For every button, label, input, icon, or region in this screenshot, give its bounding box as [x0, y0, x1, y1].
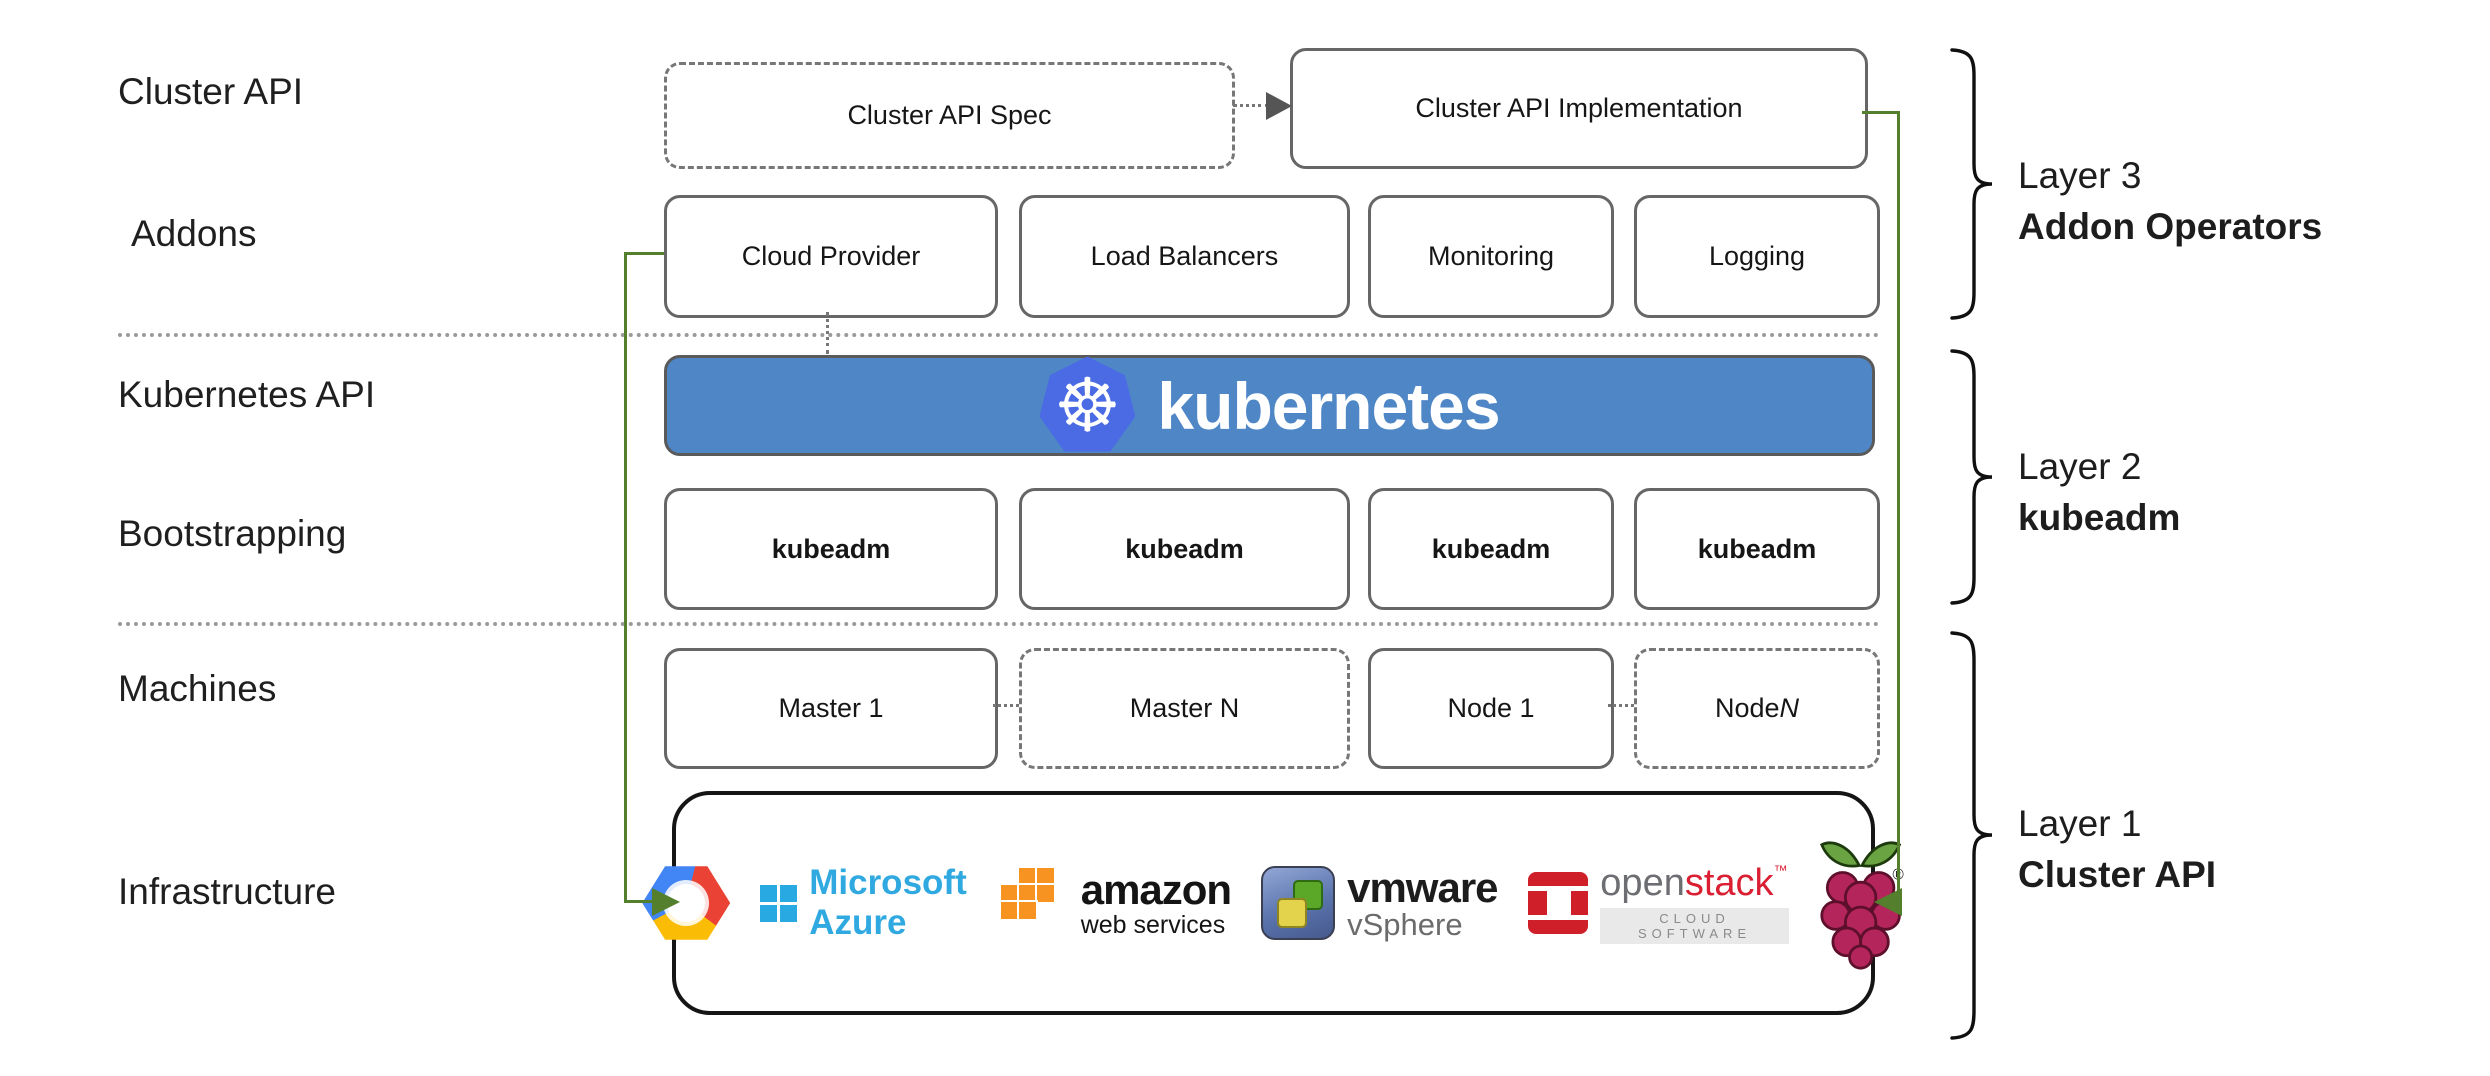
- box-master-1: Master 1: [664, 648, 998, 769]
- kubernetes-banner-text: kubernetes: [1157, 368, 1500, 443]
- master-dotted-link: [993, 704, 1019, 707]
- layer2-line1: Layer 2: [2018, 446, 2142, 487]
- layer2-label: Layer 2 kubeadm: [2018, 441, 2180, 543]
- green-line-right-vertical: [1897, 111, 1900, 902]
- box-kubeadm-2: kubeadm: [1019, 488, 1350, 610]
- box-logging: Logging: [1634, 195, 1880, 318]
- kubernetes-helm-wheel-icon: ☸: [1039, 356, 1136, 452]
- openstack-wordmark-open: open: [1600, 862, 1685, 904]
- row-label-machines: Machines: [118, 668, 277, 709]
- separator-bottom: [118, 622, 1880, 626]
- layer1-line1: Layer 1: [2018, 803, 2142, 844]
- vsphere-icon: [1261, 866, 1336, 940]
- aws-cubes-icon: [997, 866, 1069, 940]
- layer2-line2: kubeadm: [2018, 497, 2181, 538]
- openstack-logo: openstack™ CLOUD SOFTWARE: [1527, 862, 1789, 944]
- row-label-addons: Addons: [131, 213, 257, 254]
- openstack-wordmark-stack: stack: [1684, 862, 1774, 904]
- layer1-line2: Cluster API: [2018, 854, 2217, 895]
- box-node-n: Node N: [1634, 648, 1880, 769]
- node-n-prefix: Node: [1714, 693, 1780, 723]
- aws-logo: amazon web services: [997, 865, 1232, 940]
- aws-subwordmark: web services: [1080, 910, 1226, 939]
- box-cluster-api-spec: Cluster API Spec: [664, 62, 1235, 169]
- spec-impl-dotted-line: [1233, 104, 1269, 107]
- green-line-left-vertical: [624, 252, 627, 902]
- box-monitoring: Monitoring: [1368, 195, 1614, 318]
- openstack-tm: ™: [1773, 862, 1788, 878]
- openstack-tagline: CLOUD SOFTWARE: [1600, 908, 1789, 944]
- vmware-vsphere-logo: vmware vSphere: [1261, 863, 1499, 942]
- box-cloud-provider: Cloud Provider: [664, 195, 998, 318]
- layer3-label: Layer 3 Addon Operators: [2018, 150, 2322, 252]
- green-line-impl-out: [1862, 111, 1900, 114]
- aws-wordmark: amazon: [1080, 865, 1232, 913]
- row-label-bootstrapping: Bootstrapping: [118, 513, 347, 554]
- layer3-line2: Addon Operators: [2018, 206, 2323, 247]
- row-label-kubernetes-api: Kubernetes API: [118, 374, 376, 415]
- box-kubeadm-4: kubeadm: [1634, 488, 1880, 610]
- green-line-left-bottom: [624, 900, 656, 903]
- azure-wordmark: Microsoft Azure: [809, 863, 967, 942]
- infrastructure-box: Microsoft Azure amazon web services vmwa…: [642, 791, 1904, 1015]
- row-label-infrastructure: Infrastructure: [118, 871, 336, 912]
- layer1-brace: [1950, 631, 1993, 1040]
- row-label-cluster-api: Cluster API: [118, 71, 304, 112]
- windows-flag-icon: [760, 884, 798, 922]
- green-arrowhead-right-icon: [652, 888, 680, 916]
- box-node-1: Node 1: [1368, 648, 1614, 769]
- kubernetes-banner: ☸ kubernetes: [664, 355, 1875, 456]
- separator-top: [118, 333, 1880, 337]
- openstack-cube-icon: [1527, 872, 1590, 934]
- layer3-brace: [1950, 48, 1993, 320]
- layer2-brace: [1950, 349, 1993, 605]
- node-dotted-link: [1608, 704, 1634, 707]
- vsphere-wordmark: vSphere: [1347, 906, 1463, 942]
- node-n-variable: N: [1779, 693, 1800, 723]
- green-arrowhead-left-icon: [1874, 888, 1902, 916]
- microsoft-azure-logo: Microsoft Azure: [760, 863, 967, 943]
- layer1-label: Layer 1 Cluster API: [2018, 798, 2216, 900]
- cloud-provider-k8s-dotted-link: [826, 312, 829, 354]
- box-kubeadm-1: kubeadm: [664, 488, 998, 610]
- spec-impl-arrowhead-icon: [1266, 92, 1292, 120]
- green-line-left-to-cloud: [624, 252, 664, 255]
- box-master-n: Master N: [1019, 648, 1350, 769]
- box-cluster-api-implementation: Cluster API Implementation: [1290, 48, 1868, 169]
- box-load-balancers: Load Balancers: [1019, 195, 1350, 318]
- vmware-wordmark: vmware: [1347, 863, 1498, 911]
- box-kubeadm-3: kubeadm: [1368, 488, 1614, 610]
- layer3-line1: Layer 3: [2018, 155, 2142, 196]
